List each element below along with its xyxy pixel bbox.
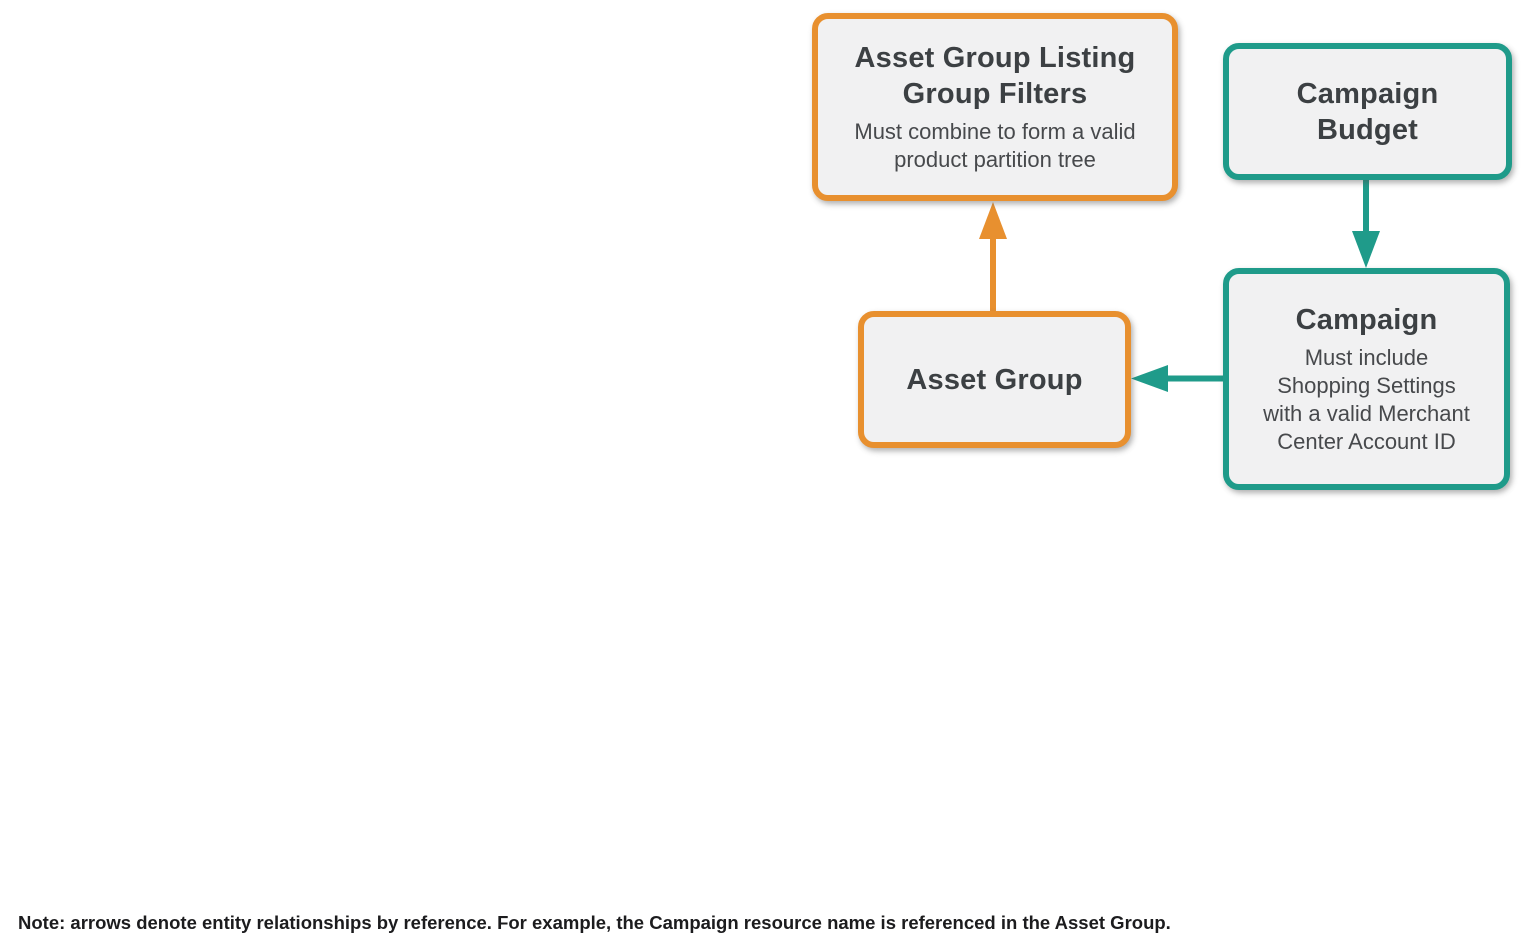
node-asset-group: Asset Group — [858, 311, 1131, 448]
arrow-asset-group-to-listing-filters — [979, 202, 1007, 316]
node-subtitle: Must combine to form a valid product par… — [854, 119, 1136, 172]
node-campaign-budget: Campaign Budget — [1223, 43, 1512, 180]
node-title: Campaign Budget — [1296, 77, 1439, 146]
footnote: Note: arrows denote entity relationships… — [18, 912, 1171, 933]
arrow-campaign-budget-to-campaign — [1352, 175, 1380, 268]
node-subtitle: Must include Shopping Settings with a va… — [1263, 345, 1470, 454]
node-title: Campaign — [1295, 304, 1438, 336]
node-title: Asset Group — [906, 363, 1083, 396]
arrow-campaign-to-asset-group — [1131, 365, 1230, 392]
node-asset-group-listing-group-filters: Asset Group Listing Group Filters Must c… — [812, 13, 1178, 201]
node-campaign: Campaign Must include Shopping Settings … — [1223, 268, 1510, 490]
node-title: Asset Group Listing Group Filters — [854, 42, 1136, 110]
